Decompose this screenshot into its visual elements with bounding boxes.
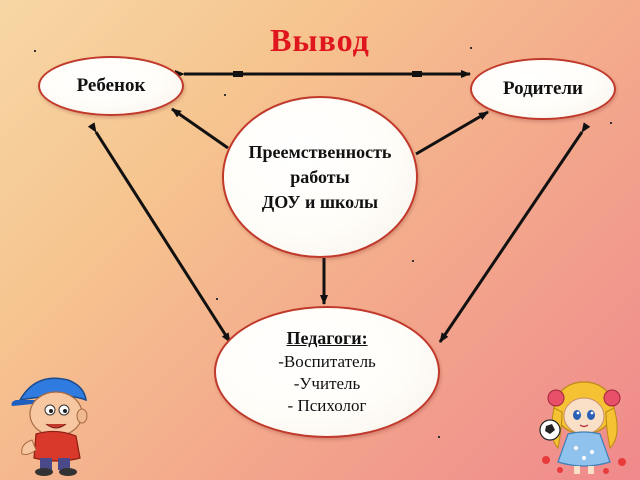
arrow-center-parents (415, 110, 489, 156)
arrow-child-parents-mid-left (233, 71, 243, 77)
node-child-label: Ребенок (76, 75, 146, 96)
node-parents: Родители (470, 58, 616, 120)
girl-cartoon-icon (539, 381, 626, 474)
node-child: Ребенок (38, 56, 184, 116)
node-teachers-item-3: - Психолог (287, 395, 367, 415)
decor-dot (610, 122, 612, 124)
decor-dot (224, 94, 226, 96)
node-teachers: Педагоги: -Воспитатель -Учитель - Психол… (214, 306, 440, 438)
arrow-child-teachers (87, 122, 232, 343)
decor-dot (470, 47, 472, 49)
node-center-line-1: Преемственность (248, 141, 392, 162)
slide-title: Вывод (270, 22, 370, 58)
node-center-line-3: ДОУ и школы (261, 191, 379, 212)
arrow-parents-teachers (438, 122, 591, 343)
arrow-center-child (171, 107, 229, 150)
decor-dot (216, 298, 218, 300)
node-center: Преемственность работы ДОУ и школы (222, 96, 418, 258)
boy-cartoon-icon (11, 377, 88, 476)
node-parents-label: Родители (502, 78, 584, 99)
decor-dot (34, 50, 36, 52)
node-center-line-2: работы (290, 166, 350, 187)
arrow-child-parents-mid-right (412, 71, 422, 77)
node-teachers-item-1: -Воспитатель (278, 351, 376, 371)
decor-dot (438, 436, 440, 438)
decor-dot (412, 260, 414, 262)
node-teachers-title: Педагоги: (286, 327, 368, 348)
node-teachers-item-2: -Учитель (293, 373, 361, 393)
